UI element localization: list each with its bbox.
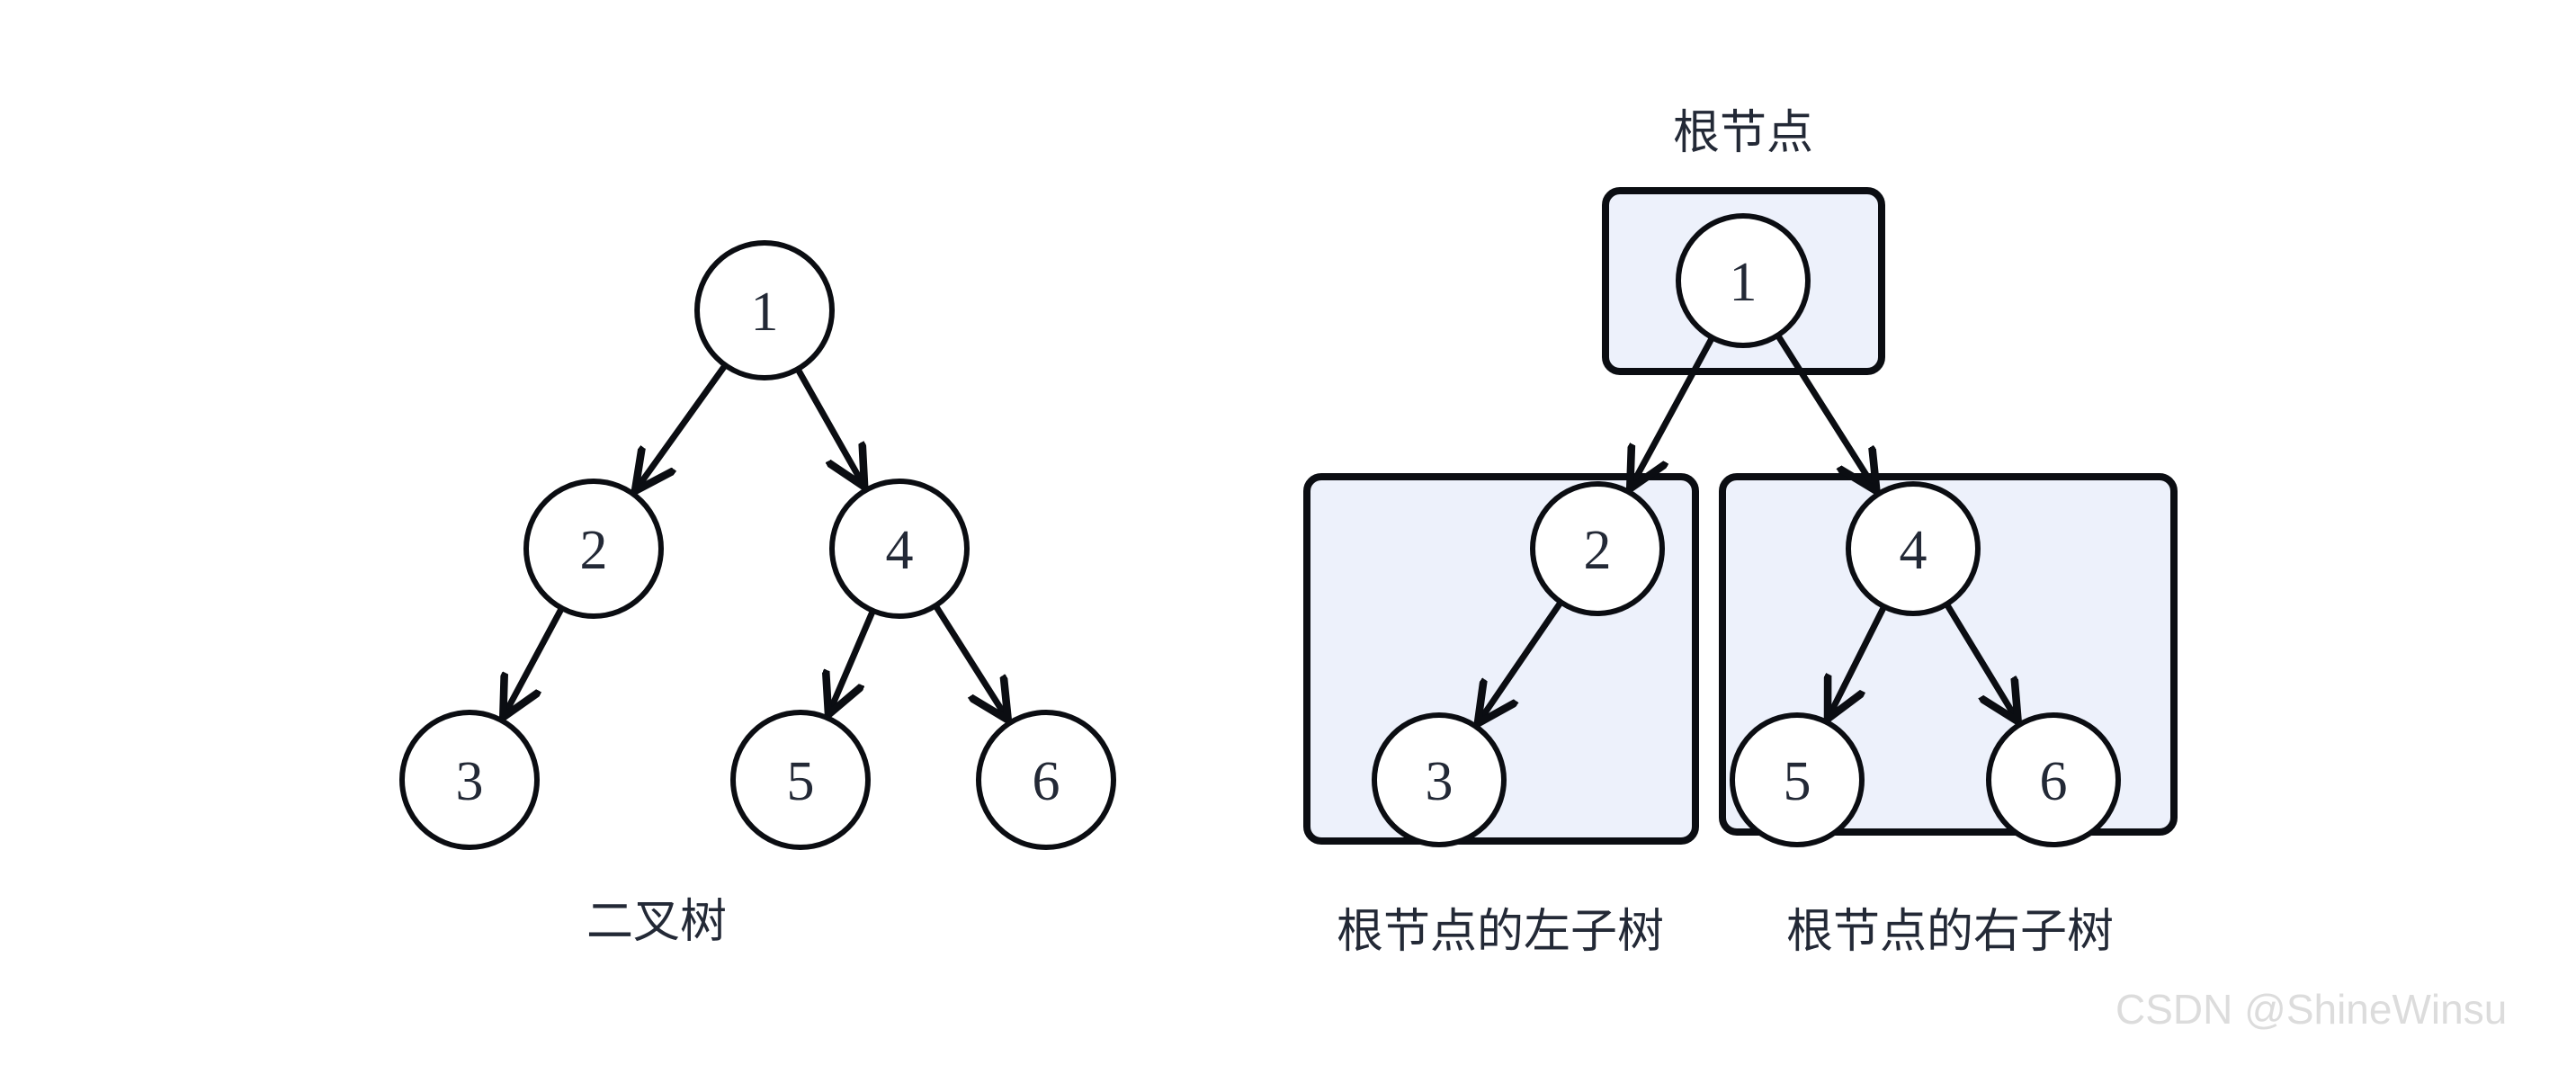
node-circle [1530,481,1665,616]
edge-2-to-3 [1480,600,1563,719]
node-circle [1676,213,1811,348]
tree-node[interactable]: 2 [1530,481,1665,616]
node-label: 6 [2040,751,2068,812]
node-circle [523,479,664,619]
tree-node[interactable]: 6 [976,710,1116,850]
node-circle [399,710,540,850]
tree-node[interactable]: 3 [399,710,540,850]
edge-4-to-6 [933,604,1005,715]
node-circle [1846,481,1981,616]
tree-node[interactable]: 4 [1846,481,1981,616]
tree-node[interactable]: 1 [1676,213,1811,348]
node-circle [1986,712,2121,847]
node-label: 4 [1900,520,1928,581]
node-label: 5 [1784,751,1811,812]
right-subtree-caption: 根节点的右子树 [1786,906,2114,958]
left-binary-tree: 1 2 4 3 5 [399,240,1116,948]
node-label: 2 [580,520,608,581]
left-subtree-caption: 根节点的左子树 [1337,906,1664,958]
node-label: 1 [751,282,779,343]
tree-node[interactable]: 5 [730,710,871,850]
node-circle [1372,712,1507,847]
right-tree-edges [1480,333,2015,719]
edge-4-to-6 [1944,602,2015,717]
tree-node[interactable]: 5 [1730,712,1865,847]
tree-node[interactable]: 3 [1372,712,1507,847]
tree-node[interactable]: 4 [829,479,970,619]
node-label: 1 [1730,252,1758,313]
edge-1-to-4 [1775,333,1874,486]
root-node-label: 根节点 [1673,107,1813,159]
node-circle [1730,712,1865,847]
node-circle [730,710,871,850]
node-label: 6 [1033,751,1060,812]
watermark: CSDN @ShineWinsu [2115,986,2507,1033]
edge-4-to-5 [1830,604,1887,714]
right-decomposed-tree: 1 2 4 3 5 [1303,107,2178,958]
node-circle [976,710,1116,850]
left-tree-nodes: 1 2 4 3 5 [399,240,1116,850]
node-label: 4 [886,520,914,581]
node-circle [694,240,835,380]
node-label: 5 [787,751,815,812]
edge-1-to-4 [795,367,862,482]
edge-4-to-5 [830,609,876,710]
node-label: 3 [1426,751,1453,812]
node-circle [829,479,970,619]
node-label: 3 [456,751,484,812]
tree-node[interactable]: 6 [1986,712,2121,847]
tree-node[interactable]: 2 [523,479,664,619]
node-label: 2 [1584,520,1612,581]
tree-node[interactable]: 1 [694,240,835,380]
edge-2-to-3 [505,606,565,712]
left-tree-caption: 二叉树 [586,896,727,948]
edge-1-to-2 [639,363,728,487]
right-tree-nodes: 1 2 4 3 5 [1372,213,2121,847]
edge-1-to-2 [1632,336,1715,484]
left-tree-edges [505,363,1005,716]
